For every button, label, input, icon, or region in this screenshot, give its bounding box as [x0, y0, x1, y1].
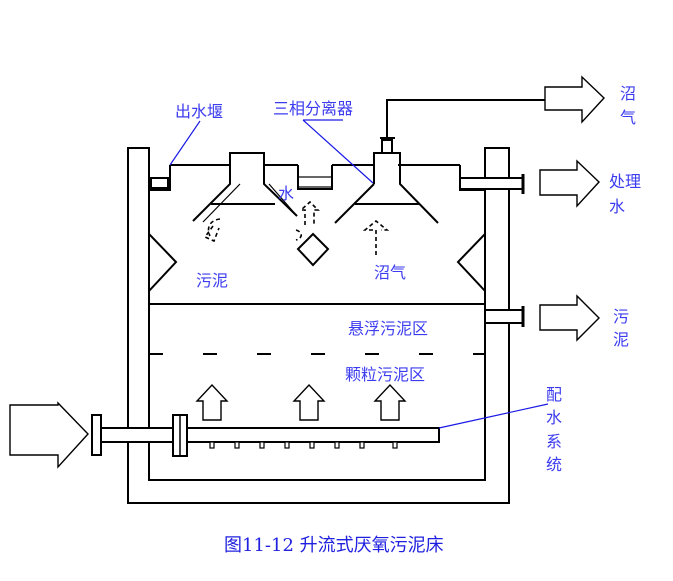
middle-trough-inner	[297, 176, 333, 188]
figure-caption: 图11-12 升流式厌氧污泥床	[224, 535, 444, 556]
separator-leader	[302, 119, 374, 184]
upflow-arrow	[373, 383, 407, 421]
outlet-weir-left	[149, 165, 171, 191]
label-sludge: 污泥	[196, 271, 228, 290]
upflow-arrow	[195, 383, 229, 421]
label-suspended-sludge-zone: 悬浮污泥区	[348, 319, 428, 338]
upflow-arrows	[195, 383, 407, 421]
distribution-header	[186, 427, 440, 443]
separator-hood-2	[334, 152, 439, 224]
separator-hood-1	[192, 152, 298, 222]
biogas-up-arrow	[362, 219, 390, 255]
distribution-nozzle	[259, 441, 265, 449]
treated-water-output-arrow[interactable]	[539, 159, 600, 208]
label-granular-sludge-zone: 颗粒污泥区	[345, 365, 425, 384]
sludge-pipe	[484, 309, 524, 324]
label-output-biogas-2: 气	[620, 108, 636, 127]
upflow-arrow	[292, 383, 326, 421]
label-three-phase-separator: 三相分离器	[273, 99, 353, 118]
sludge-output-arrow[interactable]	[539, 294, 600, 342]
outlet-weir-leader	[169, 120, 201, 166]
distribution-nozzle	[392, 441, 398, 449]
distribution-nozzle	[209, 441, 215, 449]
water-flow-swirl	[295, 229, 303, 241]
label-water: 水	[278, 184, 294, 203]
weir-trough-left	[150, 177, 169, 189]
sludge-granule	[296, 232, 330, 267]
biogas-pipe	[380, 99, 545, 153]
label-output-water-1: 处理	[609, 172, 641, 191]
inlet-pipe	[100, 427, 174, 443]
separator-baffle-1	[202, 183, 298, 223]
label-distribution-2: 水	[546, 408, 562, 427]
label-distribution-1: 配	[546, 385, 562, 404]
label-distribution-3: 系	[546, 432, 562, 451]
label-biogas-inside: 沼气	[374, 263, 406, 282]
biogas-pipe-collar	[381, 139, 393, 154]
sludge-return-arrow	[203, 218, 221, 243]
distribution-leader	[438, 403, 549, 429]
inlet-flange-1	[91, 414, 102, 456]
label-output-sludge-1: 污	[613, 307, 629, 326]
distribution-nozzle	[234, 441, 240, 449]
label-output-water-2: 水	[609, 197, 625, 216]
influent-arrow[interactable]	[9, 401, 89, 469]
biogas-output-arrow[interactable]	[544, 75, 605, 124]
inner-tank-wall-right	[456, 148, 486, 480]
distribution-nozzle	[334, 441, 340, 449]
distribution-nozzles	[209, 441, 398, 449]
distribution-nozzle	[359, 441, 365, 449]
label-distribution-4: 统	[546, 455, 562, 474]
water-up-arrow	[298, 200, 320, 225]
distribution-nozzle	[309, 441, 315, 449]
label-output-sludge-2: 泥	[613, 330, 629, 349]
effluent-pipe	[459, 177, 524, 190]
distribution-nozzle	[284, 441, 290, 449]
label-outlet-weir: 出水堰	[175, 102, 223, 121]
label-output-biogas-1: 沼	[620, 84, 636, 103]
